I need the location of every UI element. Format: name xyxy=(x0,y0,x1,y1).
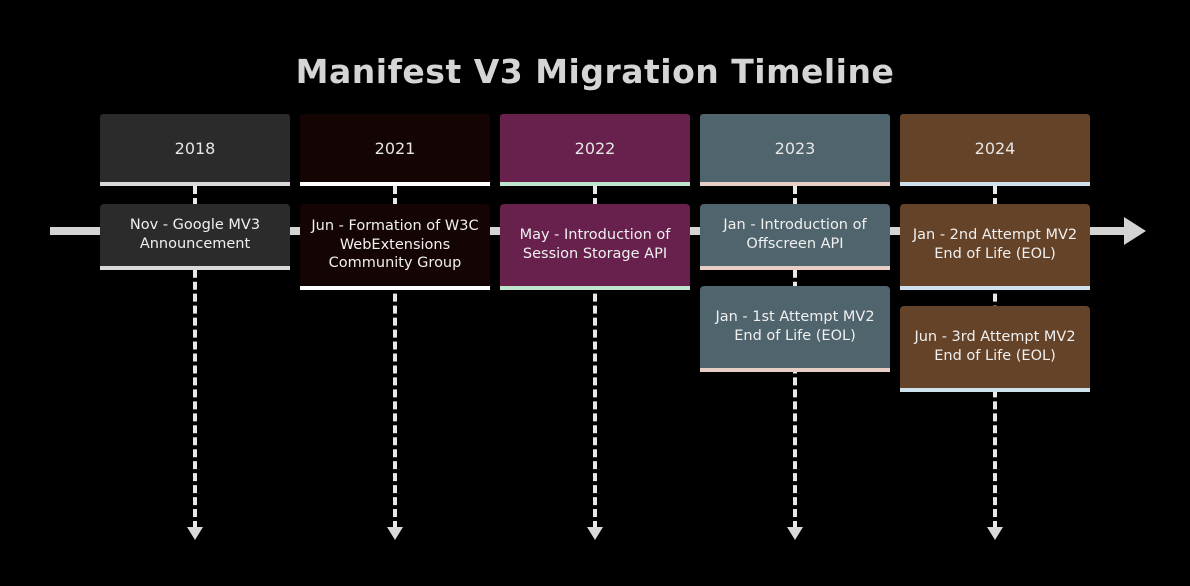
event-card-stack-2022: May - Introduction of Session Storage AP… xyxy=(500,204,690,306)
event-card-stack-2024: Jan - 2nd Attempt MV2 End of Life (EOL) J… xyxy=(900,204,1090,408)
timeline-column-2022: 2022 xyxy=(500,114,690,186)
event-card-stack-2018: Nov - Google MV3 Announcement xyxy=(100,204,290,286)
year-header-2021[interactable]: 2021 xyxy=(300,114,490,186)
timeline-column-2021: 2021 xyxy=(300,114,490,186)
connector-line-2018 xyxy=(193,186,197,529)
page-title: Manifest V3 Migration Timeline xyxy=(295,52,895,91)
connector-line-2022 xyxy=(593,186,597,529)
year-header-2022[interactable]: 2022 xyxy=(500,114,690,186)
connector-arrowhead-2024 xyxy=(987,527,1003,540)
event-card[interactable]: Jun - 3rd Attempt MV2 End of Life (EOL) xyxy=(900,306,1090,392)
event-card-stack-2023: Jan - Introduction of Offscreen API Jan -… xyxy=(700,204,890,388)
event-card[interactable]: Jan - 1st Attempt MV2 End of Life (EOL) xyxy=(700,286,890,372)
event-card-label: Jan - 1st Attempt MV2 End of Life (EOL) xyxy=(715,309,875,344)
event-card-label: May - Introduction of Session Storage AP… xyxy=(519,227,671,262)
connector-line-2021 xyxy=(393,186,397,529)
event-card-label: Jan - 2nd Attempt MV2 End of Life (EOL) xyxy=(912,227,1078,262)
year-header-2024[interactable]: 2024 xyxy=(900,114,1090,186)
event-card-stack-2021: Jun - Formation of W3C WebExtensions Com… xyxy=(300,204,490,306)
event-card-label: Nov - Google MV3 Announcement xyxy=(129,217,261,252)
timeline-column-2024: 2024 xyxy=(900,114,1090,186)
year-header-2023[interactable]: 2023 xyxy=(700,114,890,186)
event-card[interactable]: Jan - 2nd Attempt MV2 End of Life (EOL) xyxy=(900,204,1090,290)
year-header-2018[interactable]: 2018 xyxy=(100,114,290,186)
event-card-label: Jan - Introduction of Offscreen API xyxy=(723,217,867,252)
connector-arrowhead-2018 xyxy=(187,527,203,540)
event-card-label: Jun - 3rd Attempt MV2 End of Life (EOL) xyxy=(914,329,1076,364)
event-card[interactable]: May - Introduction of Session Storage AP… xyxy=(500,204,690,290)
connector-arrowhead-2021 xyxy=(387,527,403,540)
timeline-column-2018: 2018 xyxy=(100,114,290,186)
event-card-label: Jun - Formation of W3C WebExtensions Com… xyxy=(311,218,479,272)
timeline-axis-arrowhead xyxy=(1124,217,1146,245)
event-card[interactable]: Jan - Introduction of Offscreen API xyxy=(700,204,890,270)
event-card[interactable]: Jun - Formation of W3C WebExtensions Com… xyxy=(300,204,490,290)
timeline-column-2023: 2023 xyxy=(700,114,890,186)
event-card[interactable]: Nov - Google MV3 Announcement xyxy=(100,204,290,270)
connector-arrowhead-2022 xyxy=(587,527,603,540)
connector-arrowhead-2023 xyxy=(787,527,803,540)
